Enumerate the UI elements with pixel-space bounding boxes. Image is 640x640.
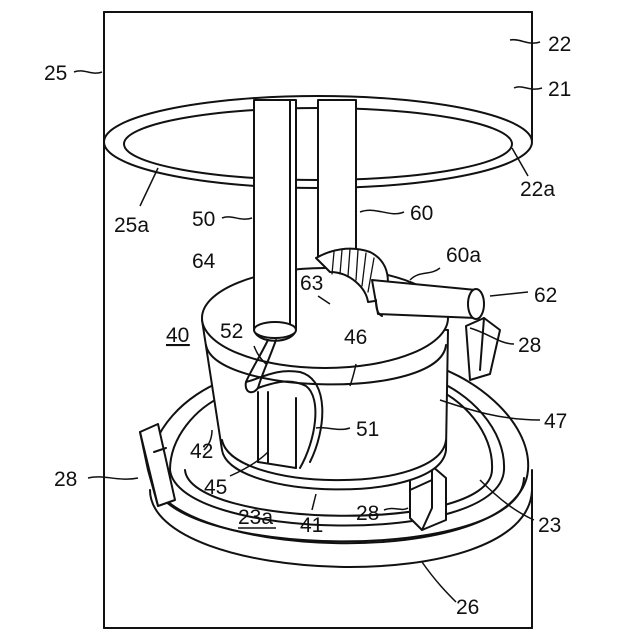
label-40: 40 [166,324,189,347]
label-25a: 25a [114,214,149,237]
label-60a: 60a [446,244,481,267]
label-63: 63 [300,272,323,295]
label-26: 26 [456,596,479,619]
label-42: 42 [190,440,213,463]
label-47: 47 [544,410,567,433]
label-28-front: 28 [356,502,379,525]
label-62: 62 [534,284,557,307]
label-22a: 22a [520,178,555,201]
label-28-right: 28 [518,334,541,357]
label-46: 46 [344,326,367,349]
label-60: 60 [410,202,433,225]
label-21: 21 [548,78,571,101]
label-28-left: 28 [54,468,77,491]
label-22: 22 [548,33,571,56]
label-52: 52 [220,320,243,343]
label-23: 23 [538,514,561,537]
label-50: 50 [192,208,215,231]
label-41: 41 [300,514,323,537]
label-51: 51 [356,418,379,441]
label-23a: 23a [238,506,273,529]
label-64: 64 [192,250,216,273]
claw-right [466,318,500,380]
label-25: 25 [44,62,67,85]
pipe-50 [254,100,296,341]
label-45: 45 [204,476,227,499]
